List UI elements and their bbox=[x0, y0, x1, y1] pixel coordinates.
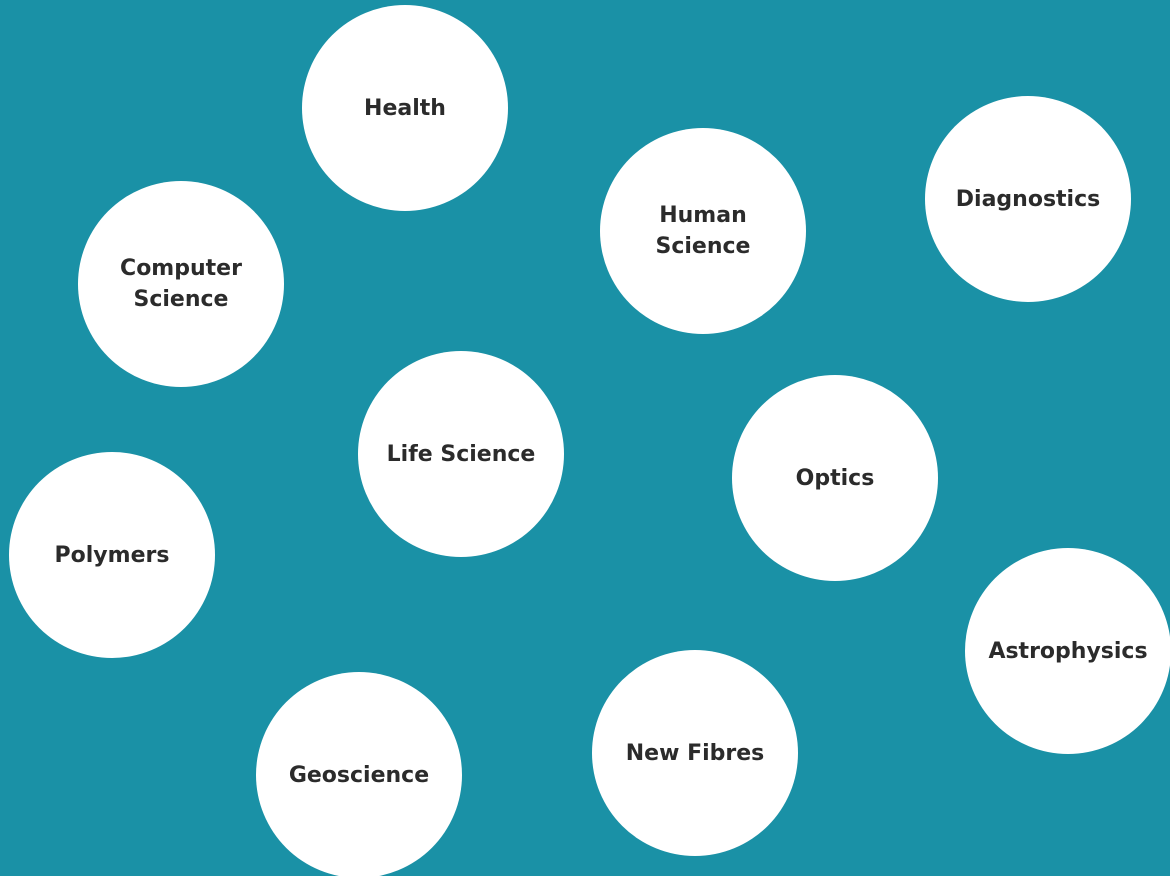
topic-label: Optics bbox=[795, 465, 875, 491]
topic-label: Human Science bbox=[655, 203, 751, 259]
topic-bubble-human-science[interactable]: Human Science bbox=[600, 128, 806, 334]
topic-bubble-optics[interactable]: Optics bbox=[732, 375, 938, 581]
topic-bubble-computer-science[interactable]: Computer Science bbox=[78, 181, 284, 387]
topic-bubble-diagnostics[interactable]: Diagnostics bbox=[925, 96, 1131, 302]
topic-label: Life Science bbox=[386, 441, 536, 467]
topic-bubble-health[interactable]: Health bbox=[302, 5, 508, 211]
topic-label: Geoscience bbox=[288, 762, 430, 788]
topic-label: Diagnostics bbox=[955, 186, 1101, 212]
topic-bubble-new-fibres[interactable]: New Fibres bbox=[592, 650, 798, 856]
topic-bubble-life-science[interactable]: Life Science bbox=[358, 351, 564, 557]
topic-label: Computer Science bbox=[120, 256, 242, 312]
topic-label: New Fibres bbox=[625, 740, 765, 766]
topic-label: Astrophysics bbox=[988, 638, 1148, 664]
topic-bubble-polymers[interactable]: Polymers bbox=[9, 452, 215, 658]
topic-label: Health bbox=[364, 95, 446, 121]
topic-label: Polymers bbox=[54, 542, 170, 568]
topic-bubble-geoscience[interactable]: Geoscience bbox=[256, 672, 462, 876]
topic-bubble-astrophysics[interactable]: Astrophysics bbox=[965, 548, 1170, 754]
